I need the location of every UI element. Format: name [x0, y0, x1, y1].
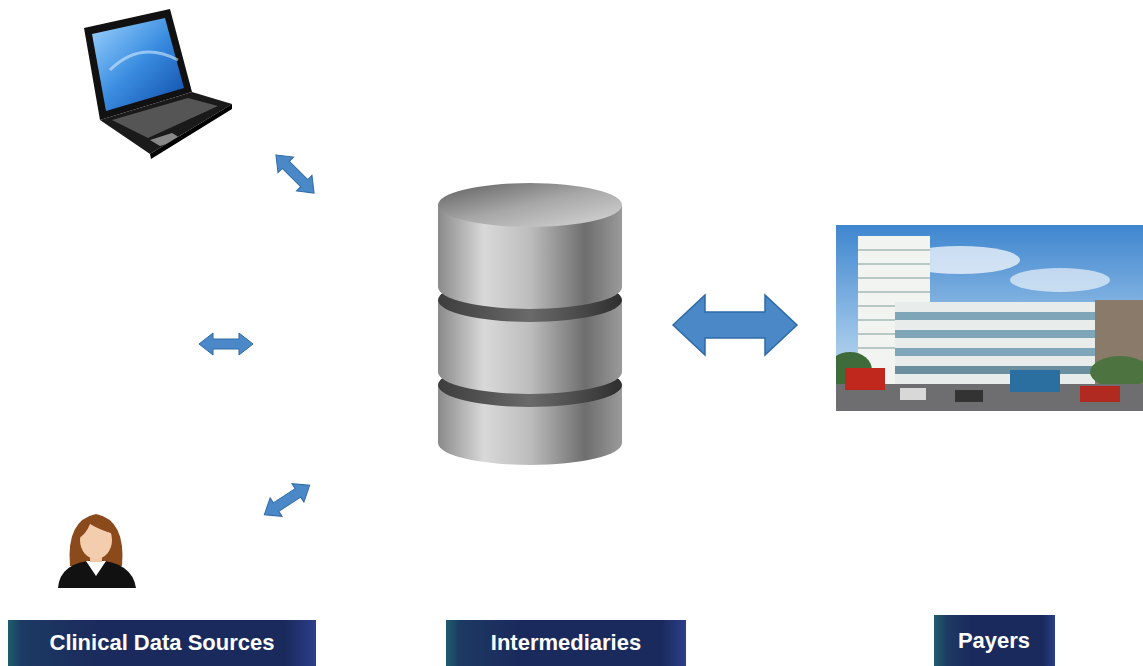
- label-text: Payers: [958, 628, 1030, 654]
- database-icon: [438, 183, 622, 465]
- laptop-icon: [84, 9, 232, 159]
- label-box: Intermediaries: [446, 620, 686, 666]
- double-arrow: [199, 333, 253, 355]
- double-arrow: [673, 295, 797, 355]
- label-text: Clinical Data Sources: [50, 630, 275, 656]
- person-icon: [58, 514, 136, 588]
- hospital-photo: [836, 225, 1143, 411]
- double-arrow: [258, 476, 315, 524]
- label-text: Intermediaries: [491, 630, 641, 656]
- label-box: Payers: [934, 615, 1055, 666]
- label-box: Clinical Data Sources: [8, 620, 316, 666]
- double-arrow: [268, 147, 322, 201]
